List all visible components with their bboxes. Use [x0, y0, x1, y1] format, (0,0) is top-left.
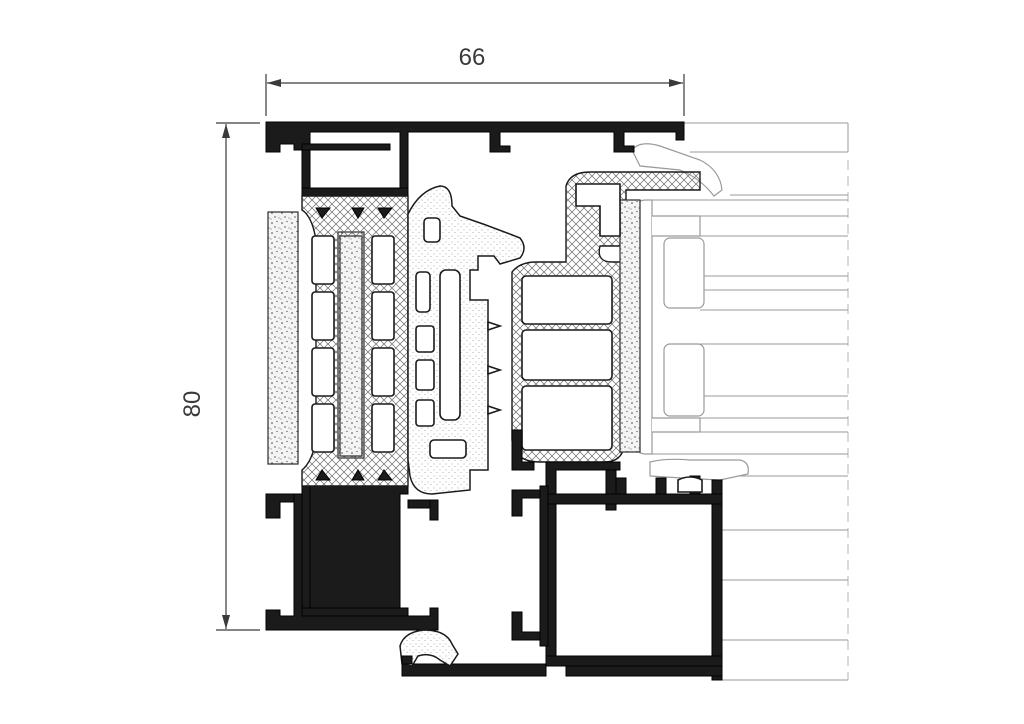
frame-bottom-web-left: [301, 485, 311, 617]
frame-top-web: [301, 187, 409, 197]
glazing-panel: [631, 122, 849, 681]
sash-chamber-1: [521, 275, 613, 325]
bead-chamber-lower: [663, 343, 705, 417]
sash-chamber-3: [521, 385, 613, 451]
gasket-body: [407, 185, 525, 495]
glazing-gasket-bottom: [649, 458, 749, 481]
dimension-height: 80: [179, 122, 260, 631]
frame-bottom-hook: [265, 493, 295, 519]
sash-chamber-2: [521, 329, 613, 381]
sash-insulation-strip: [619, 199, 641, 453]
sash-aluminium-profile: [401, 429, 723, 681]
sash-glazing-clip: [677, 476, 703, 493]
sash-thermal-profile: [511, 171, 701, 463]
central-gasket: [407, 185, 525, 495]
dimension-label-width: 66: [459, 44, 486, 71]
bead-chamber-upper: [663, 237, 705, 309]
dimension-label-height: 80: [179, 391, 206, 418]
dimension-width: 66: [265, 44, 685, 116]
bottom-seal-gasket: [399, 629, 459, 668]
sash-top-web: [545, 493, 723, 505]
thermal-break: [267, 195, 409, 487]
bottom-seal: [399, 629, 459, 668]
frame-bottom-sill: [401, 663, 547, 677]
insulation-foam-outer: [267, 211, 299, 465]
sash-right-wall: [711, 479, 723, 681]
outer-frame-profile: [265, 121, 685, 631]
